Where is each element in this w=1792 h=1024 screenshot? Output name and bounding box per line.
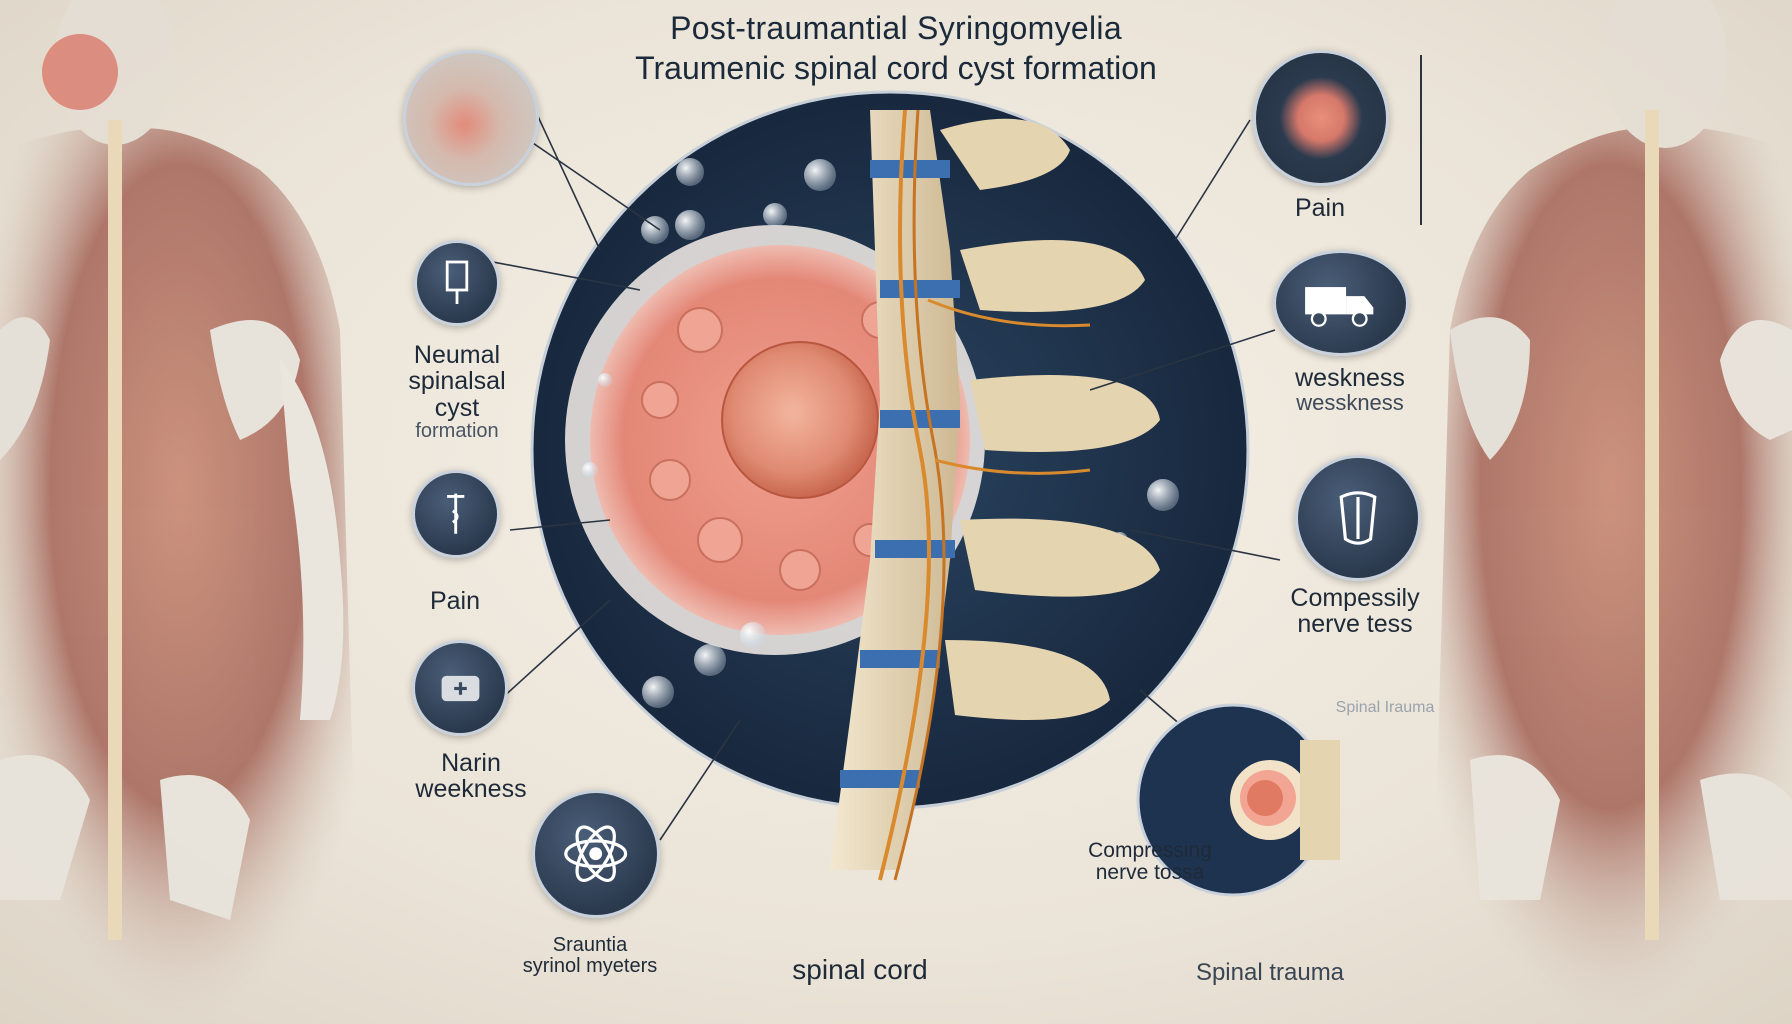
- right-compress-label: Compessily nerve tess: [1290, 584, 1420, 639]
- cyst-scan-icon: [1253, 50, 1389, 186]
- spinal-cord-label: spinal cord: [792, 954, 928, 985]
- left-pain-label: Pain: [429, 587, 481, 615]
- bandage-icon: [412, 640, 508, 736]
- central-cyst: [721, 341, 879, 499]
- truck-icon: [1273, 250, 1409, 356]
- left-spine: [108, 120, 122, 940]
- iv-drip-icon: [414, 240, 500, 326]
- right-compress2-label: Compressing nerve tossa: [1088, 839, 1212, 885]
- right-trauma-small-label: Spinal Irauma: [1335, 699, 1435, 716]
- diagram-subtitle: Traumenic spinal cord cyst formation: [635, 50, 1157, 86]
- right-weakness-label: weskness wesskness: [1295, 364, 1405, 416]
- atom-icon: [532, 790, 660, 918]
- pain-scale-ruler: [1420, 55, 1422, 225]
- left-back-figure: [0, 0, 360, 1024]
- vertebral-column: [830, 109, 1160, 881]
- left-bottom-label: Srauntia syrinol myeters: [522, 934, 658, 977]
- left-cyst-label: Neumal spinalsal cyst formation: [408, 341, 506, 442]
- spine-closeup-icon: [1136, 703, 1340, 897]
- right-back-figure: [1430, 0, 1792, 1024]
- left-weakness-label: Narin weekness: [415, 749, 527, 804]
- spinal-trauma-label: Spinal trauma: [1195, 959, 1345, 986]
- right-spine: [1645, 110, 1659, 940]
- right-pain-label: Pain: [1294, 194, 1346, 222]
- syringe-icon: [412, 470, 500, 558]
- anatomy-icon: [1295, 455, 1421, 581]
- diagram-title: Post-traumantial Syringomyelia: [670, 10, 1122, 46]
- tissue-circle-icon: [403, 50, 539, 186]
